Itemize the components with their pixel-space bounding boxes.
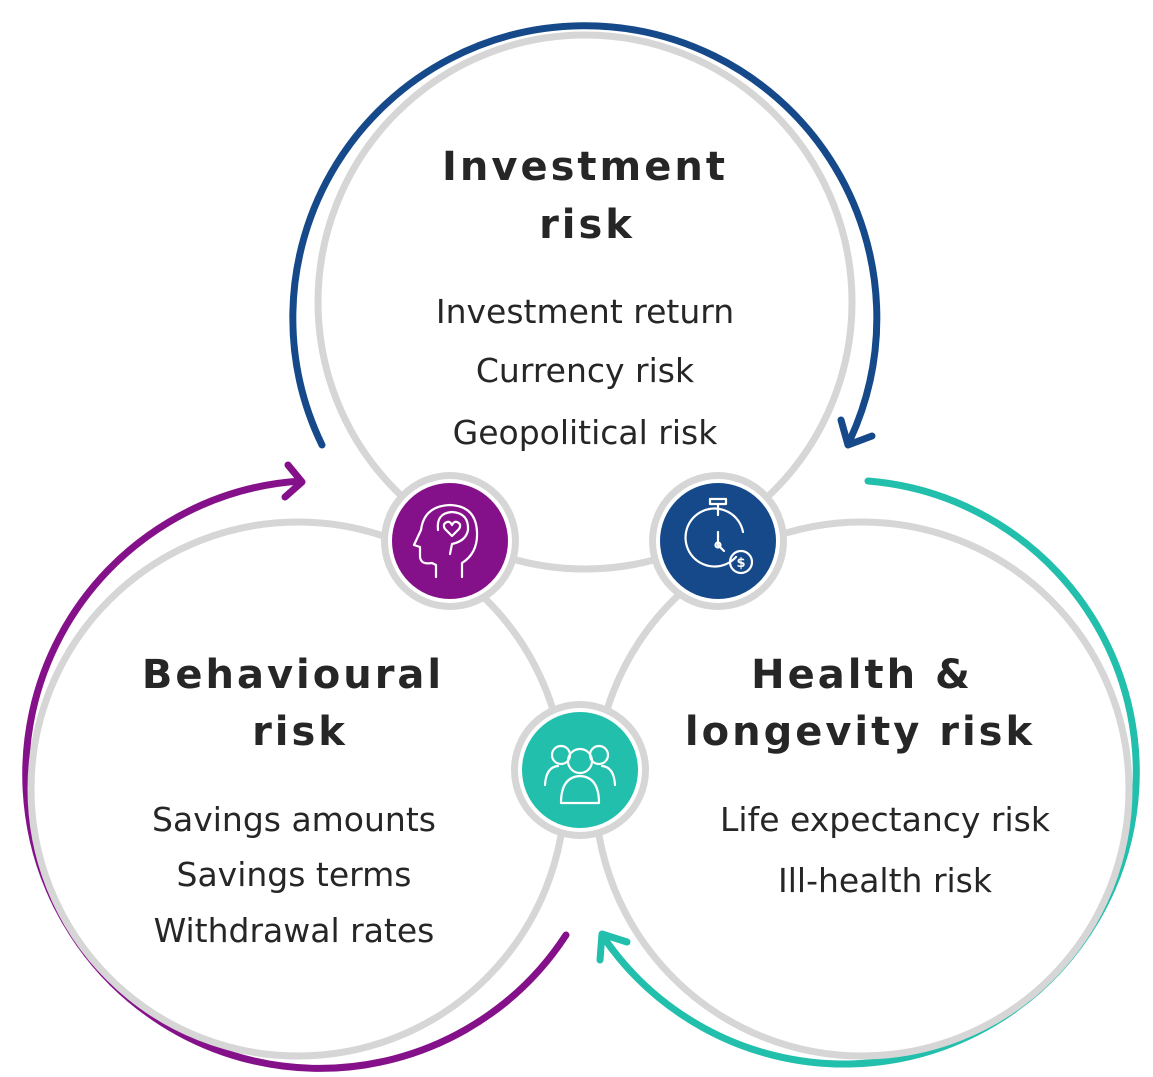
behavioural-item: Withdrawal rates [154, 911, 435, 950]
investment-arc [289, 22, 881, 449]
behavioural-item: Savings amounts [152, 800, 436, 839]
svg-text:$: $ [736, 556, 745, 571]
health-item: Ill-health risk [778, 861, 993, 900]
behavioural-title-line2: risk [252, 709, 348, 755]
group-people-icon [511, 701, 649, 839]
health-item: Life expectancy risk [720, 800, 1051, 839]
investment-title-line2: risk [539, 202, 635, 248]
investment-ring [314, 31, 856, 573]
health-title-line2: longevity risk [685, 709, 1035, 755]
investment-title-line1: Investment [442, 144, 728, 190]
behavioural-item: Savings terms [177, 855, 412, 894]
investment-item: Investment return [436, 292, 734, 331]
behavioural-title-line1: Behavioural [142, 652, 444, 698]
health-title-line1: Health & [751, 652, 973, 698]
investment-item: Geopolitical risk [453, 413, 719, 452]
head-heart-icon [381, 472, 519, 610]
investment-item: Currency risk [476, 351, 695, 390]
stopwatch-dollar-icon: $ [649, 472, 787, 610]
